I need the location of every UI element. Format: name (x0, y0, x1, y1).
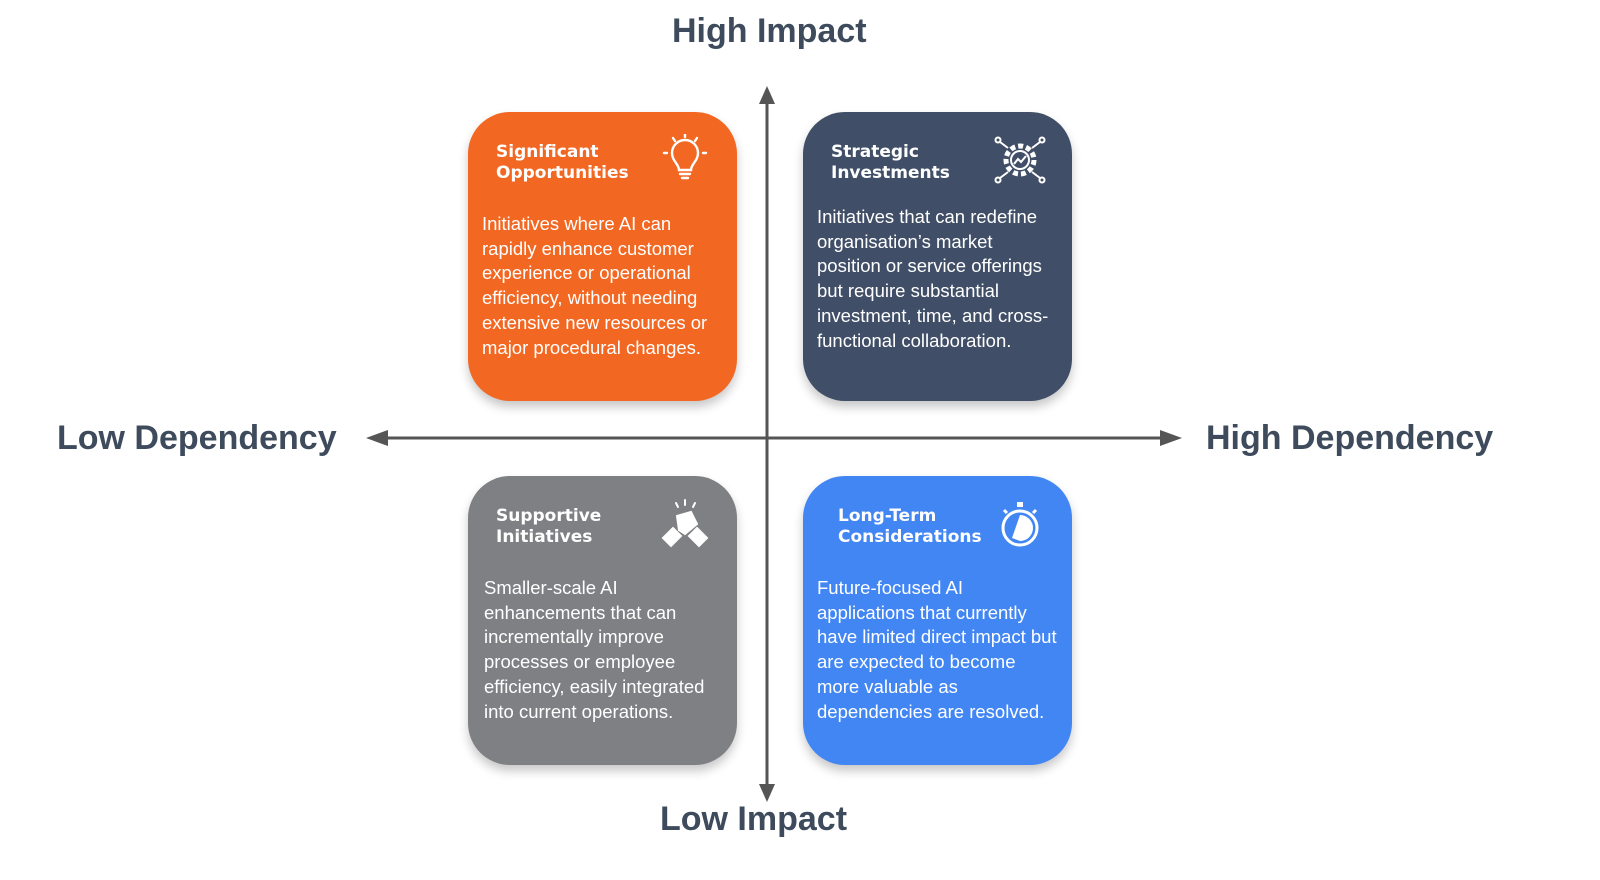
arrow-right-icon (1160, 430, 1182, 446)
quadrant-significant-opportunities: Significant Opportunities Initiatives wh… (468, 112, 737, 401)
quadrant-description: Future-focused AI applications that curr… (817, 577, 1057, 722)
handshake-icon (661, 499, 709, 548)
arrow-up-icon (759, 86, 775, 104)
quadrant-strategic-investments: Strategic Investments Initiatives that c… (803, 112, 1072, 401)
quadrant-title: Strategic Investments (831, 142, 950, 183)
stopwatch-icon (1001, 502, 1039, 547)
arrow-left-icon (366, 430, 388, 446)
quadrant-title: Significant Opportunities (496, 142, 629, 183)
quadrant-description: Smaller-scale AI enhancements that can i… (484, 577, 705, 722)
axis-label-low-impact: Low Impact (660, 800, 848, 838)
axis-label-low-dependency: Low Dependency (57, 419, 337, 457)
axis-label-high-dependency: High Dependency (1206, 419, 1494, 457)
quadrant-long-term-considerations: Long-Term Considerations Future-focused … (803, 476, 1072, 765)
quadrant-title: Supportive Initiatives (496, 506, 602, 547)
quadrant-supportive-initiatives: Supportive Initiatives Smaller-scale AI … (468, 476, 737, 765)
arrow-down-icon (759, 784, 775, 802)
quadrant-description: Initiatives where AI can rapidly enhance… (482, 213, 708, 358)
lightbulb-icon (662, 134, 708, 180)
gear-chart-icon (994, 136, 1046, 184)
axis-label-high-impact: High Impact (672, 12, 867, 50)
quadrant-title: Long-Term Considerations (838, 506, 982, 547)
quadrant-description: Initiatives that can redefine organisati… (817, 206, 1049, 351)
